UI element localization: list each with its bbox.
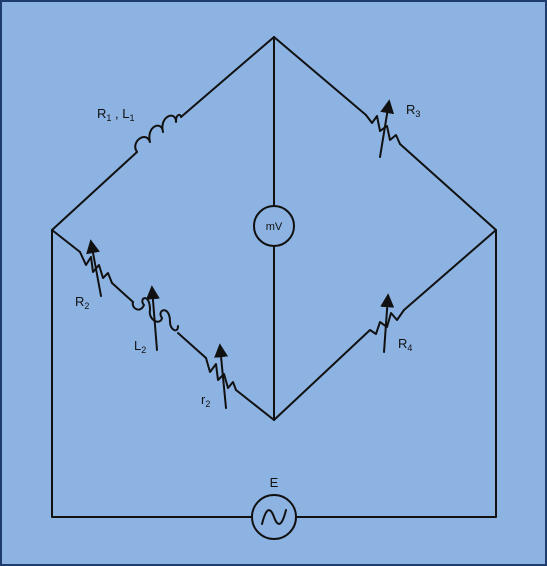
label-meter: mV	[266, 221, 283, 233]
label-r1-l1: R1 , L1	[97, 106, 135, 123]
branch-r2-l2-r2	[51, 229, 275, 421]
variable-resistor-icon	[365, 99, 401, 158]
label-source: E	[270, 475, 279, 490]
inductor-icon	[134, 113, 182, 153]
label-r-small-2: r2	[201, 392, 210, 409]
supply-loop	[51, 229, 497, 540]
label-l2: L2	[134, 338, 146, 355]
label-r4: R4	[398, 336, 412, 353]
variable-resistor-icon	[79, 239, 113, 297]
branch-r1-l1	[51, 36, 275, 231]
label-r3: R3	[406, 102, 420, 119]
variable-inductor-icon	[131, 285, 179, 351]
branch-r4	[273, 229, 497, 421]
branch-r3	[273, 36, 497, 231]
variable-resistor-icon	[369, 293, 405, 353]
variable-resistor-icon	[205, 343, 237, 409]
sine-wave-icon	[261, 509, 287, 525]
label-r2: R2	[75, 294, 89, 311]
detector-branch	[253, 36, 295, 421]
